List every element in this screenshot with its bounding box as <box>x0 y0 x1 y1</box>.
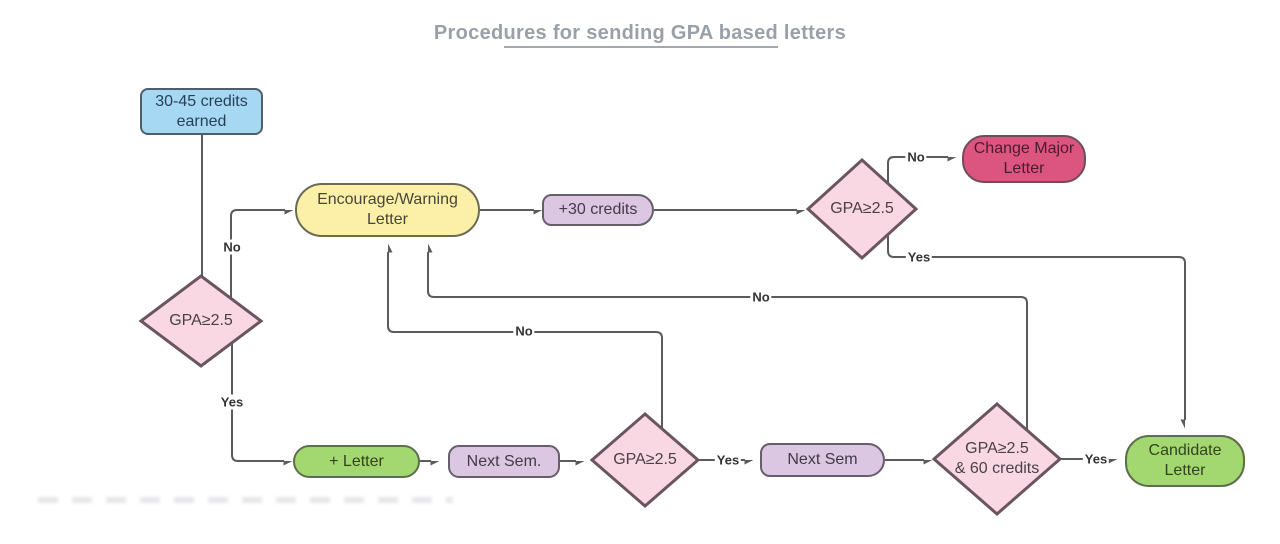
title-prefix: Proced <box>433 22 504 44</box>
node-start-30-45-credits[interactable]: 30-45 credits earned <box>140 88 263 135</box>
node-encourage-warning-letter[interactable]: Encourage/Warning Letter <box>295 183 480 237</box>
edge-decision4-no-to-encourage <box>427 252 1028 430</box>
edge-decision3-no-to-encourage <box>387 252 663 429</box>
decision3-diamond-shape <box>589 412 701 508</box>
edge-decision2-no-to-change-major <box>887 156 948 184</box>
node-candidate-letter[interactable]: Candidate Letter <box>1125 435 1245 487</box>
title-underlined-part: ures for sending GPA based <box>503 22 779 48</box>
edge-label-no-decision1: No <box>221 239 243 255</box>
edge-label-yes-decision1: Yes <box>218 394 246 410</box>
faint-artifact-line <box>38 497 453 503</box>
node-decision-gpa-60-credits[interactable]: GPA≥2.5 & 60 credits <box>954 440 1040 477</box>
node-change-major-letter[interactable]: Change Major Letter <box>962 135 1086 183</box>
edge-decision1-yes-to-plus-letter <box>231 343 284 461</box>
node-decision-gpa-3[interactable]: GPA≥2.5 <box>613 451 677 468</box>
edge-decision1-no-to-encourage <box>230 209 285 298</box>
node-decision-gpa-1[interactable]: GPA≥2.5 <box>169 312 233 329</box>
edge-label-no-decision4: No <box>750 289 772 305</box>
decision2-diamond-shape <box>805 157 919 261</box>
page-title: Procedures for sending GPA based letters <box>0 22 1280 48</box>
edge-label-yes-decision2: Yes <box>905 249 933 265</box>
node-next-sem-2[interactable]: Next Sem <box>760 443 885 477</box>
edge-label-yes-decision4: Yes <box>1082 451 1110 467</box>
decision1-diamond-shape <box>138 274 264 368</box>
node-next-sem-1[interactable]: Next Sem. <box>448 445 560 478</box>
edge-label-yes-decision3: Yes <box>714 452 742 468</box>
edge-label-no-decision2: No <box>905 149 927 165</box>
title-suffix: letters <box>778 22 847 44</box>
node-decision-gpa-2[interactable]: GPA≥2.5 <box>830 200 894 217</box>
node-plus-letter[interactable]: + Letter <box>293 445 420 478</box>
decision4-diamond-shape <box>931 402 1063 516</box>
edge-decision2-yes-to-candidate <box>887 234 1186 420</box>
node-plus-30-credits[interactable]: +30 credits <box>542 194 654 226</box>
edge-label-no-decision3: No <box>513 323 535 339</box>
